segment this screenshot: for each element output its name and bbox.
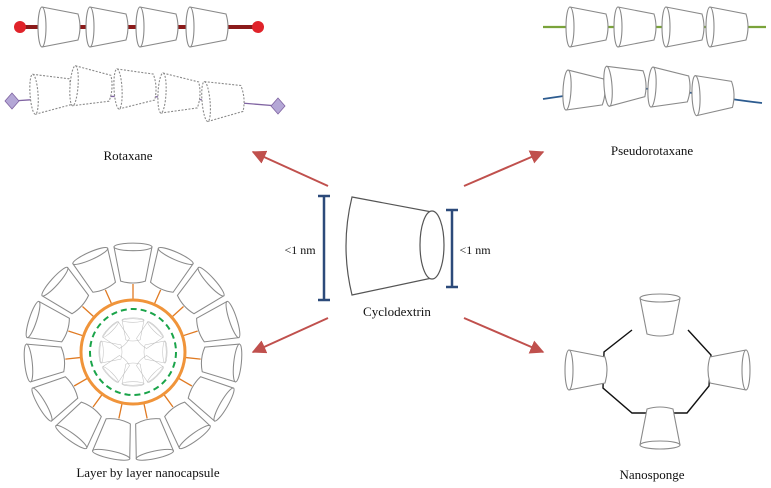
rotaxane-cyclodextrin-rings-2	[29, 65, 245, 123]
cyclodextrin-wide-rim	[419, 210, 445, 280]
cyclodextrin-ring-icon	[31, 376, 79, 422]
cyclodextrin-ring-icon	[135, 6, 179, 48]
cyclodextrin-ring-icon	[691, 75, 735, 117]
cyclodextrin-ring-icon	[647, 66, 691, 108]
rotaxane-stopper-left	[14, 21, 26, 33]
cyclodextrin-ring-icon	[23, 343, 66, 383]
cyclodextrin-core-icon	[102, 321, 130, 349]
capsule-linker	[143, 402, 148, 419]
capsule-linker	[184, 356, 201, 360]
capsule-linker	[182, 330, 198, 337]
cyclodextrin-ring-icon	[200, 343, 243, 383]
cyclodextrin-ring-icon	[149, 246, 194, 293]
capsule-linker	[177, 377, 193, 387]
rotaxane-label: Rotaxane	[103, 148, 152, 163]
nanosponge-label: Nanosponge	[620, 467, 685, 482]
arrows	[251, 150, 545, 354]
cyclodextrin-ring-icon	[564, 349, 608, 391]
capsule-linker	[65, 356, 82, 360]
cyclodextrin-ring-icon	[113, 242, 153, 284]
cyclodextrin-ring-icon	[29, 73, 73, 115]
rotaxane-group: Rotaxane	[4, 6, 286, 163]
cyclodextrin-ring-icon	[639, 406, 681, 450]
size-label-left: <1 nm	[284, 243, 316, 257]
cyclodextrin-ring-icon	[72, 246, 117, 293]
capsule-linker	[68, 330, 84, 337]
rotaxane-model-1	[14, 6, 264, 48]
cyclodextrin-core-icon	[121, 362, 145, 387]
cyclodextrin-ring-icon	[185, 6, 229, 48]
nanosponge-cyclodextrins	[564, 293, 751, 450]
size-label-right: <1 nm	[459, 243, 491, 257]
cyclodextrin-ring-icon	[164, 401, 211, 450]
scale-bar-left	[318, 194, 330, 302]
arrow-to-rotaxane	[251, 150, 329, 187]
capsule-linker	[92, 393, 103, 408]
scale-bar-right	[446, 208, 458, 289]
nanocapsule-orange-ring	[79, 298, 187, 406]
cyclodextrin-ring-icon	[562, 69, 606, 111]
rotaxane-cyclodextrin-rings	[37, 6, 229, 48]
rotaxane-stopper-right	[252, 21, 264, 33]
pseudorotaxane-cyclodextrin-rings	[565, 6, 749, 48]
pseudorotaxane-group: Pseudorotaxane	[542, 6, 766, 158]
cyclodextrin-ring-icon	[41, 266, 90, 315]
cyclodextrin-ring-icon	[25, 300, 70, 343]
cyclodextrin-ring-icon	[85, 6, 129, 48]
cyclodextrin-ring-icon	[639, 293, 681, 337]
cyclodextrin-core-icon	[102, 355, 130, 383]
cyclodextrin-ring-icon	[91, 418, 131, 461]
cyclodextrin-ring-icon	[661, 6, 705, 48]
nanocapsule-green-dashed-ring	[89, 308, 177, 396]
capsule-linker	[73, 377, 89, 387]
cyclodextrin-ring-icon	[603, 65, 647, 107]
cyclodextrin-core-icon	[136, 321, 164, 349]
cyclodextrin-ring-icon	[613, 6, 657, 48]
cyclodextrin-ring-icon	[707, 349, 751, 391]
nanosponge-links	[602, 329, 712, 414]
cyclodextrin-ring-icon	[196, 300, 241, 343]
capsule-linker	[171, 306, 184, 318]
cyclodextrin-ring-icon	[187, 376, 235, 422]
pseudorotaxane-cyclodextrin-rings-2	[562, 65, 735, 117]
arrow-to-nanosponge	[463, 317, 545, 354]
cyclodextrin-ring-icon	[157, 72, 201, 114]
cyclodextrin-core-icon	[143, 340, 168, 364]
cyclodextrin-center: <1 nm <1 nm Cyclodextrin	[284, 194, 491, 319]
arrow-to-pseudorotaxane	[463, 150, 545, 187]
cyclodextrin-ring-icon	[55, 401, 102, 450]
cyclodextrin-label: Cyclodextrin	[363, 304, 431, 319]
capsule-linker	[82, 306, 95, 318]
capsule-linker	[118, 402, 123, 419]
rotaxane-model-2	[4, 65, 286, 123]
capsule-linker	[104, 289, 113, 305]
cyclodextrin-ring-icon	[705, 6, 749, 48]
cyclodextrin-core-icon	[121, 317, 145, 342]
capsule-linker	[153, 289, 162, 305]
cyclodextrin-ring-icon	[565, 6, 609, 48]
pseudorotaxane-label: Pseudorotaxane	[611, 143, 694, 158]
cyclodextrin-core-icon	[98, 340, 123, 364]
pseudorotaxane-model-1	[543, 6, 766, 48]
cyclodextrin-ring-icon	[69, 65, 113, 107]
cyclodextrin-ring-icon	[176, 266, 225, 315]
cyclodextrin-ring-icon	[201, 81, 245, 123]
capsule-linker	[163, 393, 174, 408]
nanocapsule-label: Layer by layer nanocapsule	[76, 465, 220, 480]
arrow-to-nanocapsule	[251, 317, 329, 354]
cyclodextrin-core-icon	[136, 355, 164, 383]
rotaxane-stopper-diamond-right	[270, 97, 286, 115]
cyclodextrin-ring-icon	[135, 418, 175, 461]
pseudorotaxane-model-2	[542, 65, 763, 117]
cyclodextrin-ring-icon	[37, 6, 81, 48]
nanocapsule-outer-cyclodextrins	[23, 242, 243, 461]
nanocapsule-inner-core	[98, 317, 168, 387]
nanocapsule-group: Layer by layer nanocapsule	[23, 242, 243, 480]
cyclodextrin-ring-icon	[113, 68, 157, 110]
rotaxane-stopper-diamond-left	[4, 92, 20, 110]
nanosponge-group: Nanosponge	[564, 293, 751, 482]
cyclodextrin-cone	[345, 196, 433, 296]
